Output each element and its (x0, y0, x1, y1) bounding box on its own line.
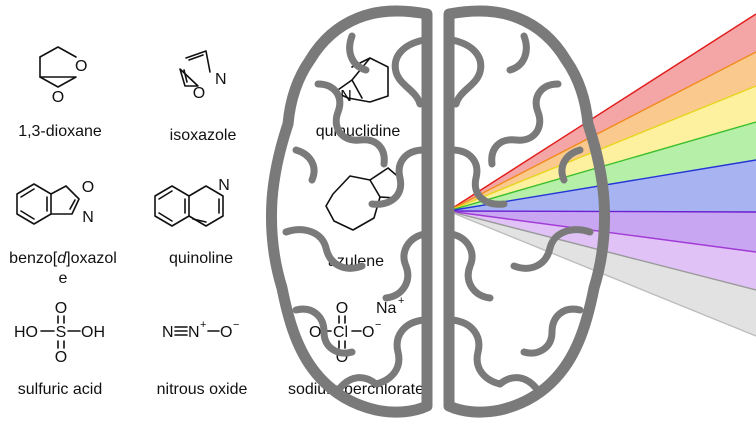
negative-charge: − (233, 319, 239, 331)
molecule-label: isoxazole (170, 127, 237, 144)
quinuclidine-bridge (351, 79, 363, 99)
positive-charge: + (398, 295, 404, 307)
atom-o: O (55, 349, 67, 366)
molecule-label: nitrous oxide (157, 381, 248, 398)
azulene-seven-ring (325, 175, 381, 231)
molecule-1-3-dioxane: O O 1,3-dioxane (18, 46, 102, 140)
atom-n: N (188, 324, 200, 341)
brain-fold (506, 32, 530, 74)
isoxazole-ring (179, 50, 211, 87)
isoxazole-double-bond (188, 54, 204, 61)
atom-o: O (52, 89, 64, 106)
brain-fold (558, 146, 584, 184)
benzene-ring (16, 183, 52, 225)
atom-o: O (309, 324, 321, 341)
atom-n: N (162, 324, 174, 341)
molecule-sulfuric-acid: O HO S OH O sulfuric acid (14, 300, 105, 398)
atom-n: N (82, 209, 94, 226)
positive-charge: + (200, 319, 206, 331)
oxazole-double-bond (69, 199, 76, 210)
brain-fold (336, 374, 380, 392)
benzene-double-bonds (20, 188, 48, 220)
atom-n: N (215, 71, 227, 88)
molecule-quinoline: N quinoline (154, 177, 233, 267)
brain-fold (510, 226, 594, 272)
atom-o: O (220, 324, 232, 341)
quinoline-benzene-ring (154, 185, 190, 227)
hydroxyl-group: OH (81, 324, 105, 341)
brain-fold (391, 36, 428, 108)
brain-fold (368, 146, 428, 208)
oxazole-ring (50, 185, 80, 215)
molecule-benzoxazole: O N benzo[d]oxazol e (9, 179, 117, 287)
isoxazole-double-bond (183, 69, 188, 83)
atom-cl: Cl (333, 324, 348, 341)
brain-fold (372, 316, 428, 388)
atom-o: O (82, 179, 94, 196)
molecule-label: quinoline (169, 250, 233, 267)
triple-bond (174, 326, 188, 336)
molecule-nitrous-oxide: N N + O − nitrous oxide (157, 319, 248, 398)
brain-fold (448, 36, 485, 108)
atom-n: N (340, 88, 352, 105)
quinoline-pyridine-ring (188, 185, 224, 227)
quinoline-double-bonds (158, 190, 220, 223)
sodium-ion: Na (376, 300, 397, 317)
brain-fold (314, 80, 388, 168)
brain-fold (346, 32, 370, 74)
atom-o: O (362, 324, 374, 341)
sulfuric-bonds (40, 315, 81, 349)
molecule-label: sodium perchlorate (288, 381, 424, 398)
spectrum-ray (447, 51, 756, 212)
molecule-label: sulfuric acid (18, 381, 102, 398)
atom-n: N (218, 177, 230, 194)
brain-fold (382, 230, 428, 302)
atom-o: O (336, 300, 348, 317)
brain-right-hemisphere-outline (443, 5, 610, 418)
brain-left-hemisphere-outline (266, 5, 433, 418)
spectrum-ray (447, 85, 756, 212)
molecule-azulene: azulene (325, 167, 403, 270)
brain-fold (292, 305, 356, 357)
molecule-label: 1,3-dioxane (18, 123, 102, 140)
spectrum-ray (447, 13, 756, 212)
molecule-label-continued: e (59, 270, 68, 287)
brain-fold (448, 146, 508, 208)
brain-fold (448, 230, 494, 302)
brain-fold (520, 305, 584, 357)
atom-s: S (56, 324, 67, 341)
brain-icon (266, 5, 610, 418)
molecule-label: benzo[d]oxazol (9, 250, 117, 267)
brain-fold (292, 146, 318, 184)
perchlorate-bonds (320, 315, 362, 349)
dioxane-ring (39, 46, 77, 88)
atom-o: O (55, 300, 67, 317)
molecule-isoxazole: N O isoxazole (170, 50, 237, 144)
brain-fold (448, 316, 504, 388)
negative-charge: − (375, 319, 381, 331)
hydroxyl-group: HO (14, 324, 38, 341)
quinuclidine-cage (334, 57, 389, 103)
atom-o: O (75, 58, 87, 75)
brain-fold (282, 226, 366, 272)
brain-fold (488, 80, 562, 168)
brain-fold (496, 374, 540, 392)
atom-o: O (193, 85, 205, 102)
